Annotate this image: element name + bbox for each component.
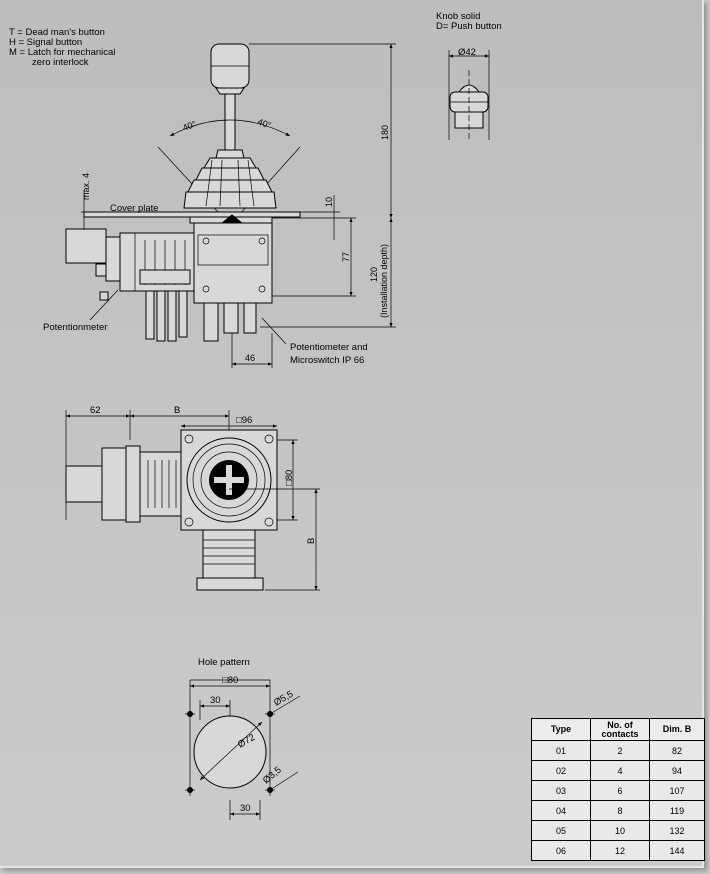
type-table: Type No. of contacts Dim. B 01 2 82 02 4… [531, 718, 705, 861]
hole-dim-80: □80 [222, 675, 238, 686]
knob-diameter: Ø42 [458, 47, 476, 58]
cell-type: 05 [531, 820, 591, 841]
knob-note-solid: Knob solid [436, 11, 481, 22]
cell-dim-b: 82 [649, 740, 705, 761]
bottom-switch-stack [202, 529, 256, 579]
hole-dim-30-top: 30 [210, 695, 221, 706]
dim-62: 62 [90, 405, 101, 416]
installation-depth-label: (Installation depth) [379, 244, 389, 318]
dim-b-top: B [174, 405, 180, 416]
top-potentiometer [65, 465, 103, 503]
cell-type: 01 [531, 740, 591, 761]
knob-note: Knob solid D= Push button [436, 12, 502, 32]
table-row: 02 4 94 [531, 760, 705, 781]
cell-contacts: 12 [590, 840, 650, 861]
table-row: 03 6 107 [531, 780, 705, 801]
joystick-shaft [224, 93, 236, 157]
cell-contacts: 10 [590, 820, 650, 841]
table-row: 01 2 82 [531, 740, 705, 761]
hole-dim-30-bottom: 30 [240, 803, 251, 814]
angle-right-label: 40° [256, 116, 273, 130]
cell-type: 02 [531, 760, 591, 781]
cell-contacts: 6 [590, 780, 650, 801]
angle-left-label: 40° [181, 119, 198, 133]
top-view: 62 B □96 □80 B [65, 405, 320, 591]
legend-m: M = Latch for mechanical [9, 47, 116, 58]
cell-dim-b: 119 [649, 800, 705, 821]
cell-dim-b: 144 [649, 840, 705, 861]
table-row: 04 8 119 [531, 800, 705, 821]
cell-contacts: 8 [590, 800, 650, 821]
header-contacts: No. of contacts [590, 718, 650, 741]
table-header-row: Type No. of contacts Dim. B [531, 718, 705, 741]
hole-pattern-title: Hole pattern [198, 657, 250, 668]
dim-max4: max. 4 [81, 173, 91, 200]
table-row: 06 12 144 [531, 840, 705, 861]
dim-180: 180 [380, 125, 390, 140]
cell-contacts: 2 [590, 740, 650, 761]
dim-b-side: B [306, 538, 317, 544]
dim-120: 120 [369, 267, 379, 282]
dim-46: 46 [245, 353, 255, 363]
table-row: 05 10 132 [531, 820, 705, 841]
cell-dim-b: 107 [649, 780, 705, 801]
header-dim-b: Dim. B [649, 718, 705, 741]
ip-note-line2: Microswitch IP 66 [290, 355, 364, 366]
dim-96: □96 [236, 415, 252, 426]
button-legend: T = Dead man's button H = Signal button … [9, 28, 115, 68]
cell-dim-b: 94 [649, 760, 705, 781]
potentiometer-label: Potentionmeter [43, 322, 107, 333]
legend-m-cont: zero interlock [32, 57, 89, 68]
dim-80-top: □80 [284, 470, 295, 486]
top-switch-stack [139, 451, 182, 517]
technical-drawing: 40° 40° Cover plate [43, 43, 490, 820]
legend-t: T = Dead man's button [9, 27, 105, 38]
cell-dim-b: 132 [649, 820, 705, 841]
cell-type: 03 [531, 780, 591, 801]
cell-type: 06 [531, 840, 591, 861]
side-view: 40° 40° Cover plate [43, 43, 396, 368]
rubber-bellows [183, 149, 277, 209]
legend-h: H = Signal button [9, 37, 83, 48]
knob-note-push: D= Push button [436, 21, 502, 32]
ip-note-line1: Potentiometer and [290, 342, 368, 353]
hole-pattern: Hole pattern □80 30 Ø72 Ø5,5 Ø3,5 30 [185, 657, 301, 820]
dim-10: 10 [324, 197, 334, 207]
potentiometer [65, 228, 107, 264]
dim-77: 77 [341, 252, 351, 262]
header-type: Type [531, 718, 591, 741]
cover-plate-label: Cover plate [110, 203, 159, 214]
cell-contacts: 4 [590, 760, 650, 781]
cell-type: 04 [531, 800, 591, 821]
knob-detail: Ø42 [448, 47, 490, 140]
